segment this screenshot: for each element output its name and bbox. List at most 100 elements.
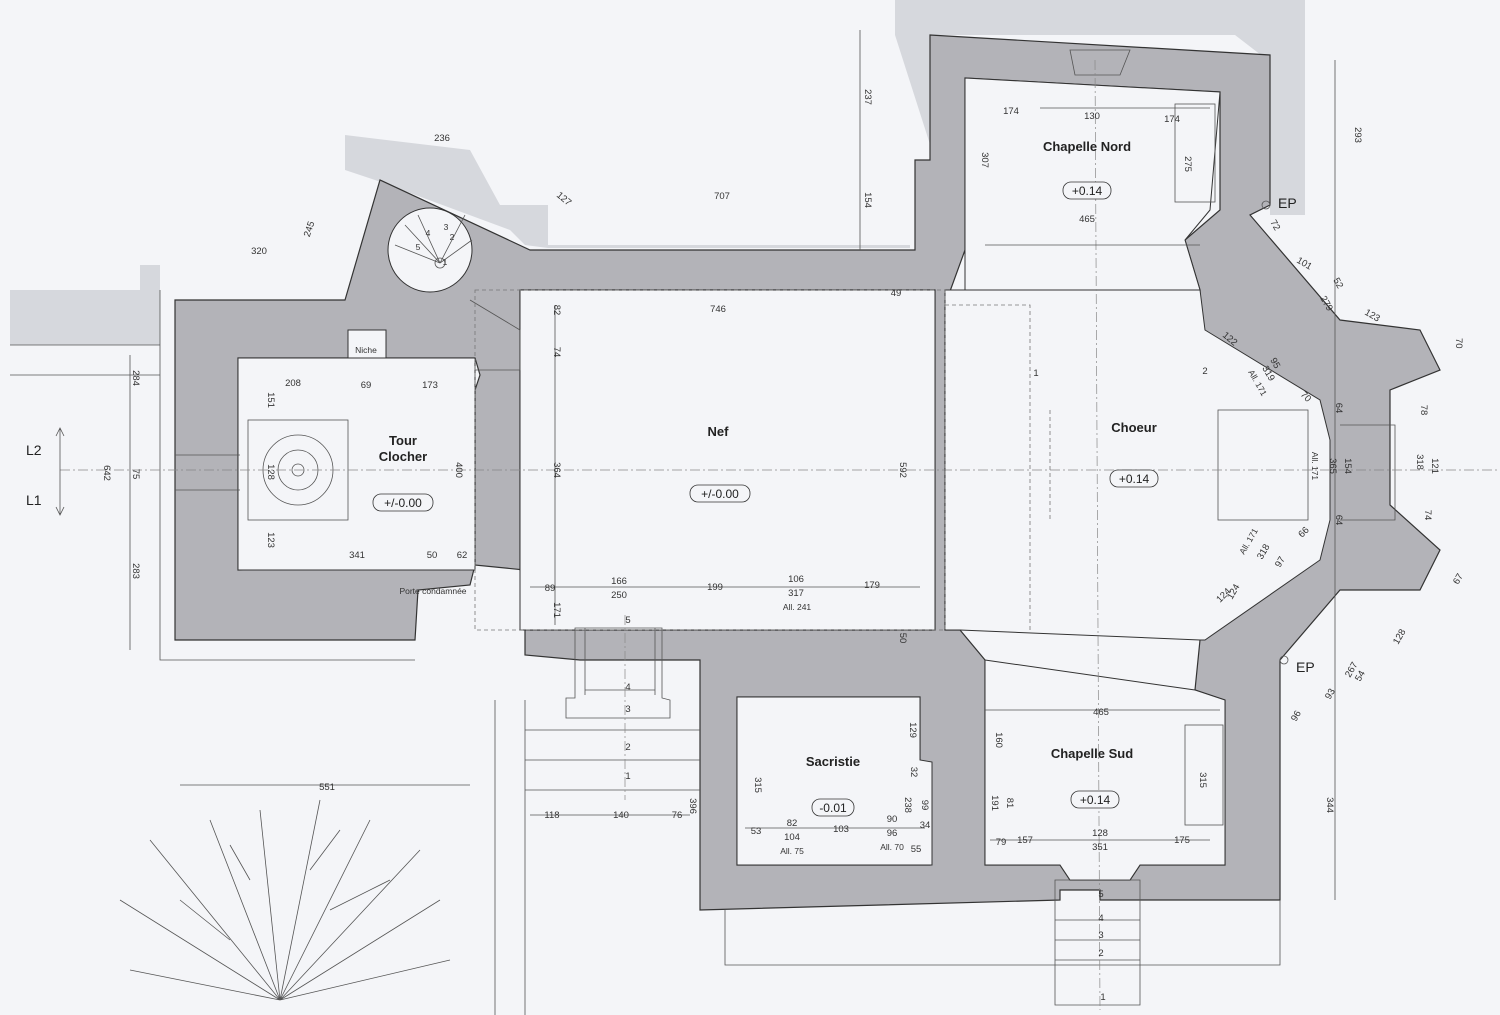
dimension-labels: 236 127 707 154 237 245 320 174 130 174 … [101, 89, 1466, 1003]
dim: 4 [426, 228, 431, 238]
room-choeur: Choeur [1111, 420, 1157, 435]
dim: 166 [611, 576, 627, 587]
dim: 465 [1079, 214, 1095, 225]
dim: 307 [979, 152, 990, 168]
section-arrows [55, 427, 65, 516]
dim: 154 [862, 192, 873, 208]
svg-text:+/-0.00: +/-0.00 [701, 487, 739, 501]
dim: 208 [285, 378, 301, 389]
dim: 121 [1429, 458, 1440, 474]
room-chapelle-sud: Chapelle Sud [1051, 746, 1133, 761]
dim: 315 [752, 777, 763, 793]
dim: 82 [787, 818, 798, 829]
dim: 128 [1092, 828, 1108, 839]
dim: 53 [751, 826, 762, 837]
nef-dash [474, 289, 946, 631]
dim: 140 [613, 810, 629, 821]
dim: 103 [833, 824, 849, 835]
choeur-dash [945, 304, 1051, 630]
dim: 400 [453, 462, 464, 478]
dim: 75 [130, 469, 141, 480]
spiral-stair-core [434, 257, 446, 269]
dim: 318 [1414, 454, 1425, 470]
room-chapelle-nord: Chapelle Nord [1043, 139, 1131, 154]
dim: 199 [707, 582, 723, 593]
dim: 106 [788, 574, 804, 585]
dim: 99 [919, 800, 930, 811]
dim: 315 [1197, 772, 1208, 788]
dim: 90 [887, 814, 898, 825]
dim: 351 [1092, 842, 1108, 853]
dim: 74 [1422, 510, 1433, 521]
dim: 3 [625, 704, 630, 715]
ep-top-icon [1261, 200, 1271, 210]
dim: 236 [434, 133, 450, 144]
stair-ramp [469, 299, 521, 371]
dim: 76 [672, 810, 683, 821]
dim: 79 [996, 837, 1007, 848]
niche-box [347, 329, 387, 359]
level-badge-nef: +/-0.00 [689, 484, 751, 503]
dim: 97 [1273, 555, 1288, 570]
axis-vertical [1094, 59, 1101, 1011]
svg-text:+0.14: +0.14 [1119, 472, 1150, 486]
dim: 5 [1098, 889, 1103, 900]
chapelle-sud-bench [1184, 724, 1224, 826]
dim: 93 [1323, 687, 1338, 702]
dim: 3 [444, 222, 449, 232]
level-badge-chapelle-nord: +0.14 [1062, 181, 1112, 200]
dim: 104 [784, 832, 800, 843]
dim: All. 241 [783, 602, 812, 612]
dim: 1 [443, 257, 448, 267]
dim: 238 [902, 797, 913, 813]
dim: 49 [891, 288, 902, 299]
dim: 123 [265, 532, 276, 548]
dim: 118 [544, 810, 559, 821]
dim: 174 [1003, 106, 1019, 117]
dim: 67 [1451, 572, 1466, 587]
dim: 293 [1352, 127, 1363, 143]
marker-ep-bottom: EP [1296, 659, 1315, 675]
dim: 175 [1174, 835, 1190, 846]
level-badge-sacristie: -0.01 [811, 798, 855, 817]
svg-text:+0.14: +0.14 [1080, 793, 1111, 807]
dim: 70 [1453, 338, 1464, 349]
dim: 551 [319, 782, 335, 793]
dim: 32 [908, 767, 919, 778]
dim: 95 [1267, 356, 1282, 371]
ep-bottom-icon [1279, 655, 1289, 665]
dim: All. 171 [1310, 452, 1320, 481]
dim: 317 [788, 588, 804, 599]
svg-text:+0.14: +0.14 [1072, 184, 1103, 198]
dim: 50 [897, 633, 908, 644]
south-porch-steps [584, 628, 656, 695]
dim: 123 [1363, 307, 1382, 324]
marker-l1: L1 [26, 492, 42, 508]
dim: 81 [1004, 798, 1015, 809]
dim: 55 [911, 844, 922, 855]
dim: 173 [422, 380, 438, 391]
dim: 62 [457, 550, 468, 561]
svg-text:-0.01: -0.01 [819, 801, 847, 815]
marker-l2: L2 [26, 442, 42, 458]
window-north [1069, 49, 1131, 76]
dim: 78 [1418, 405, 1429, 416]
room-sacristie: Sacristie [806, 754, 860, 769]
south-stairs [1054, 879, 1141, 1006]
dim: 174 [1164, 114, 1180, 125]
terrace-outline [724, 900, 1281, 966]
dim: 171 [551, 602, 562, 618]
tree-sketch [119, 799, 451, 1001]
window-east [1340, 424, 1396, 521]
dim: 64 [1333, 515, 1344, 526]
dim: 237 [862, 89, 873, 105]
path-outline [494, 700, 700, 1015]
level-badge-choeur: +0.14 [1109, 469, 1159, 488]
dim: 283 [130, 563, 141, 579]
dim: 34 [920, 820, 931, 831]
dim: 284 [130, 370, 141, 386]
dim: 592 [897, 462, 908, 478]
svg-text:+/-0.00: +/-0.00 [384, 496, 422, 510]
dim: 52 [1330, 276, 1345, 291]
